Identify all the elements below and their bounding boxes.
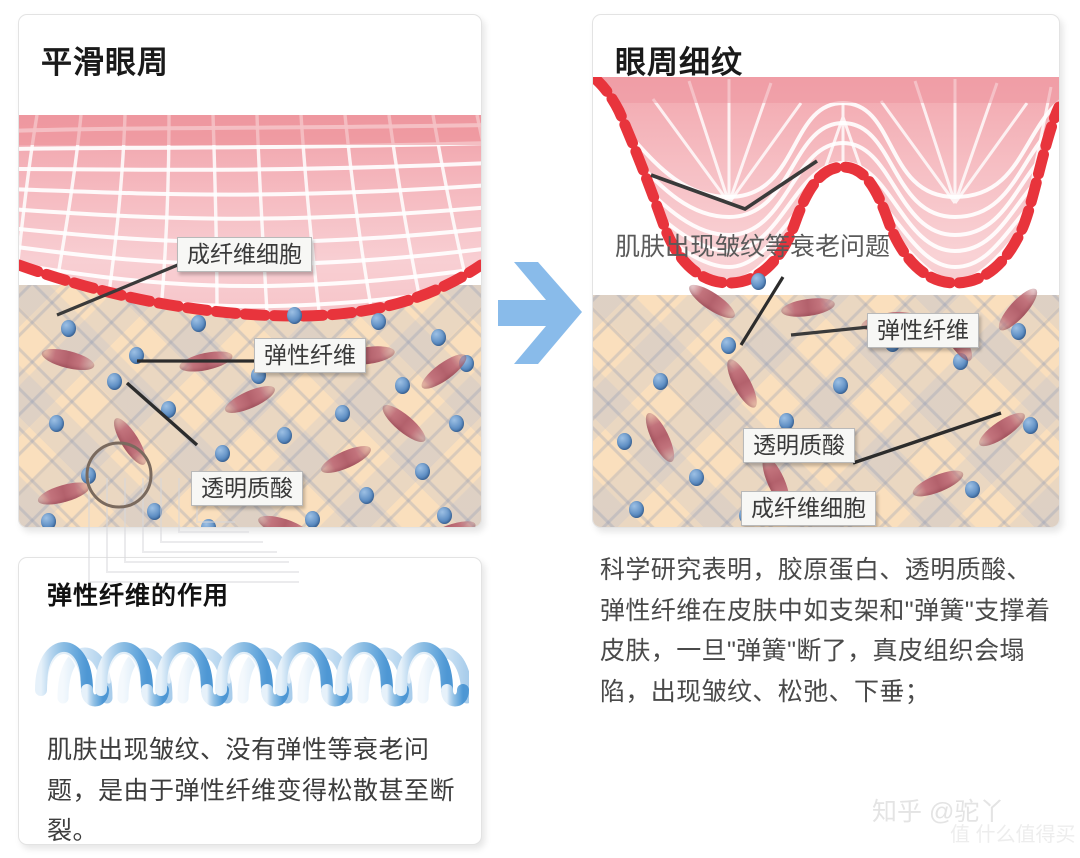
label-hyaluronic-acid-right[interactable]: 透明质酸: [743, 428, 855, 464]
label-fibroblast-left[interactable]: 成纤维细胞: [177, 237, 312, 273]
card-title: 弹性纤维的作用: [47, 582, 230, 610]
right-paragraph: 科学研究表明，胶原蛋白、透明质酸、弹性纤维在皮肤中如支架和"弹簧"支撑着皮肤，一…: [600, 556, 1051, 706]
label-elastic-fiber-left[interactable]: 弹性纤维: [254, 338, 366, 374]
leader-lines-left: [56, 255, 267, 447]
panel-eye-wrinkles: 眼周细纹: [592, 14, 1060, 528]
dermis-layer: [593, 295, 1059, 527]
coiled-spring-illustration: [35, 642, 469, 707]
card-elastic-fiber-role: 弹性纤维的作用: [18, 557, 482, 845]
epidermis-layer: [19, 115, 481, 322]
skin-cross-section-smooth: [19, 115, 481, 527]
skin-cross-section-wrinkled: 肌肤出现皱纹等衰老问题: [593, 77, 1059, 527]
label-hyaluronic-acid-left[interactable]: 透明质酸: [191, 471, 303, 507]
right-panel-title: 眼周细纹: [615, 45, 743, 80]
label-fibroblast-right[interactable]: 成纤维细胞: [741, 491, 876, 527]
card-body-text: 肌肤出现皱纹、没有弹性等衰老问题，是由于弹性纤维变得松散甚至断裂。: [47, 736, 456, 845]
overlay-note-wrinkle: 肌肤出现皱纹等衰老问题: [615, 233, 891, 261]
magnifier-circle: [85, 441, 153, 509]
leader-wrinkle-pointer: [650, 159, 818, 212]
left-panel-title: 平滑眼周: [41, 45, 169, 80]
panel-smooth-eye-area: 平滑眼周: [18, 14, 482, 528]
transition-arrow: [494, 252, 590, 378]
epidermis-layer: [593, 77, 1059, 289]
right-arrow-icon: [498, 262, 582, 364]
label-elastic-fiber-right[interactable]: 弹性纤维: [867, 313, 979, 349]
leader-lines-right: [739, 276, 1002, 465]
watermark-secondary: 值 什么值得买: [950, 824, 1076, 846]
watermark-primary: 知乎 @驼丫: [872, 798, 1005, 826]
